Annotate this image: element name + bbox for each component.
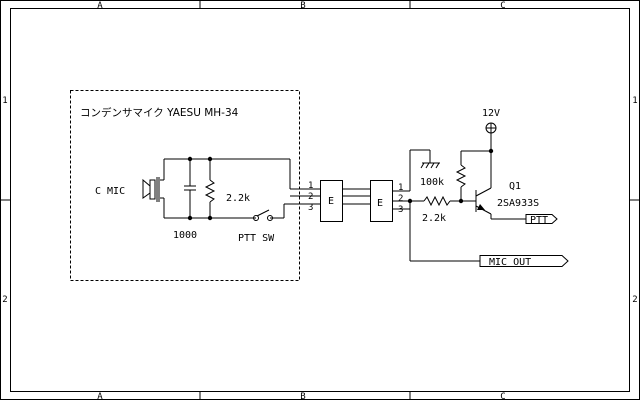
connector-left-pin-3: 3 — [308, 203, 313, 213]
capacitor-1000 — [184, 159, 196, 218]
connector-left-label: E — [328, 196, 334, 207]
mic-unit-wiring — [164, 158, 306, 219]
connector-right-label: E — [377, 198, 383, 209]
zone-row-2-right: 2 — [632, 295, 637, 305]
ptt-switch-label: PTT SW — [238, 233, 275, 244]
connector-left-leads — [306, 188, 320, 205]
connector-left — [320, 180, 343, 222]
zone-col-a-bottom: A — [97, 392, 103, 400]
zone-row-1-right: 1 — [632, 96, 637, 106]
mic-out-wire — [409, 200, 480, 262]
mic-unit-box — [70, 90, 300, 281]
supply-12v-symbol — [485, 122, 497, 151]
zone-col-a-top: A — [97, 1, 103, 11]
ground-icon — [420, 162, 440, 169]
junction-dot — [207, 215, 213, 221]
supply-12v-label: 12V — [482, 108, 500, 119]
connector-right-pin-3: 3 — [398, 205, 403, 215]
zone-col-b-top: B — [300, 1, 305, 11]
resistor-mic-value: 2.2k — [226, 193, 250, 204]
transistor-q1-symbol — [475, 151, 526, 220]
cable-wires — [343, 188, 370, 205]
resistor-mic-2.2k — [204, 159, 216, 218]
connector-right-pin-1: 1 — [398, 183, 403, 193]
mic-out-port — [479, 255, 569, 267]
junction-dot — [187, 215, 193, 221]
mic-out-label: MIC OUT — [489, 257, 531, 268]
transistor-part: 2SA933S — [497, 198, 539, 209]
connector-right-leads — [393, 190, 410, 210]
ptt-out-port — [525, 214, 558, 224]
junction-dot — [207, 156, 213, 162]
connector-left-pin-1: 1 — [308, 181, 313, 191]
zone-col-c-bottom: C — [500, 392, 505, 400]
mic-unit-title: コンデンサマイク YAESU MH-34 — [80, 106, 239, 119]
connector-left-pin-2: 2 — [308, 192, 313, 202]
resistor-pullup-value: 100k — [420, 177, 444, 188]
ptt-out-label: PTT — [530, 215, 548, 226]
mic-label: C MIC — [95, 186, 125, 197]
condenser-mic-symbol — [142, 159, 165, 218]
zone-row-2-left: 2 — [2, 295, 7, 305]
ptt-switch-symbol — [253, 209, 273, 221]
connector-right — [370, 180, 393, 222]
ground-wire — [409, 149, 431, 191]
zone-row-1-left: 1 — [2, 96, 7, 106]
connector-right-pin-2: 2 — [398, 194, 403, 204]
zone-col-c-top: C — [500, 1, 505, 11]
resistor-pullup-100k — [455, 150, 491, 201]
junction-dot — [187, 156, 193, 162]
resistor-base-2.2k — [423, 195, 476, 207]
junction-dot — [407, 198, 413, 204]
transistor-ref: Q1 — [509, 181, 521, 192]
resistor-base-value: 2.2k — [422, 213, 446, 224]
capacitor-value: 1000 — [173, 230, 197, 241]
zone-col-b-bottom: B — [300, 392, 305, 400]
